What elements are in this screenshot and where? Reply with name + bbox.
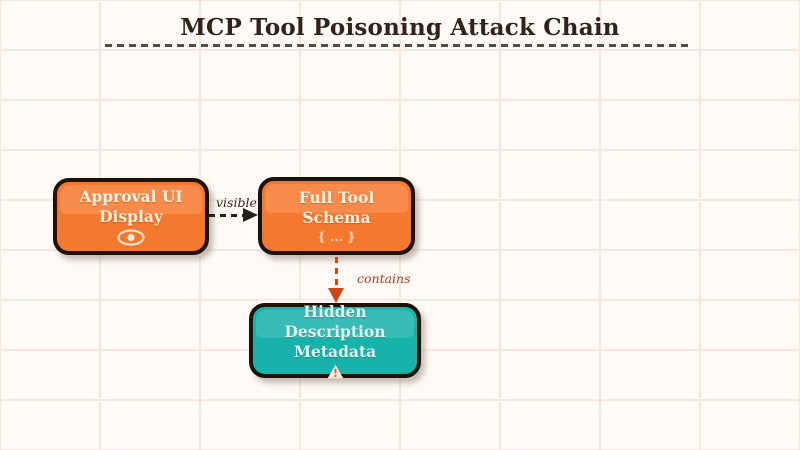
node-label-line: Metadata	[293, 342, 377, 361]
node-full-tool-schema: Full Tool Schema { ... }	[258, 177, 415, 255]
node-label-line: Display	[99, 207, 163, 226]
node-label-line: Schema	[302, 208, 371, 227]
node-approval-ui-display: Approval UI Display	[53, 178, 209, 255]
diagram-title: MCP Tool Poisoning Attack Chain	[180, 14, 620, 41]
edge-contains-arrowhead-icon	[328, 288, 344, 303]
edge-visible-arrowhead-icon	[243, 208, 258, 222]
title-underline	[105, 44, 690, 47]
eye-icon	[116, 229, 146, 246]
node-label-line: Hidden Description	[284, 302, 386, 341]
node-label-line: Approval UI	[79, 187, 183, 206]
edge-label-visible: visible	[216, 195, 257, 210]
edge-label-contains: contains	[357, 271, 411, 286]
edge-visible-line	[209, 214, 246, 217]
schema-braces-sublabel: { ... }	[317, 229, 356, 244]
node-hidden-description-metadata: Hidden Description Metadata	[249, 302, 421, 379]
edge-contains-line	[335, 257, 338, 289]
warning-icon	[327, 364, 344, 379]
node-label-line: Full Tool	[298, 188, 375, 207]
